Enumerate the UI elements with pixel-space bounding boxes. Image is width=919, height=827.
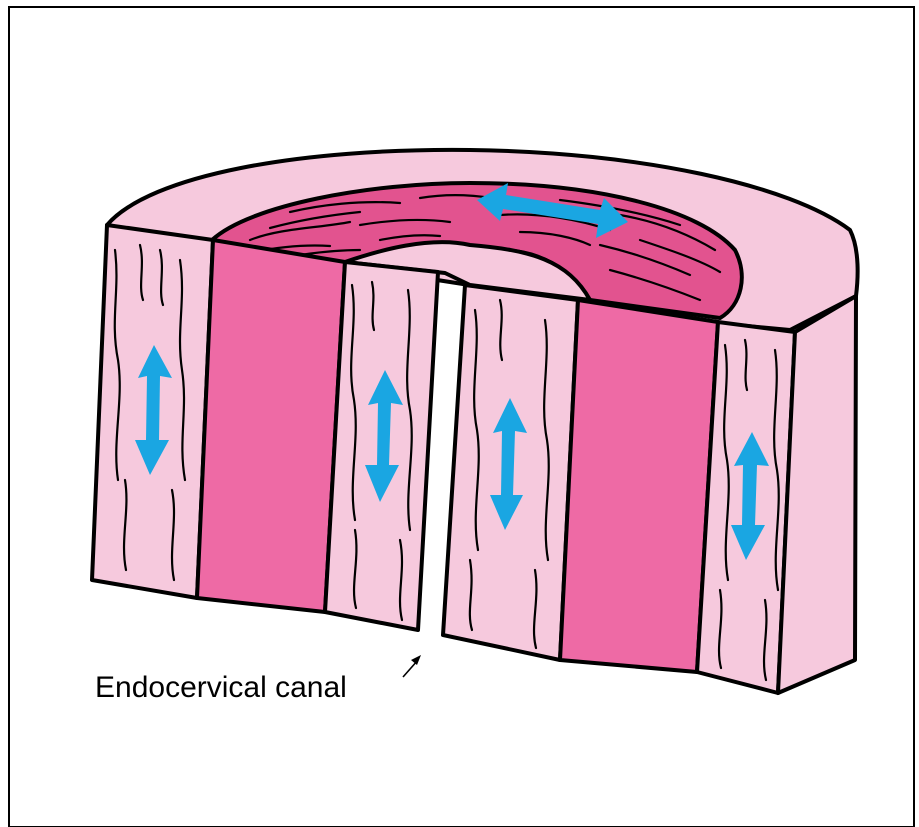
endocervical-canal-label: Endocervical canal	[95, 671, 347, 704]
canal-pointer-arrow	[403, 655, 421, 677]
